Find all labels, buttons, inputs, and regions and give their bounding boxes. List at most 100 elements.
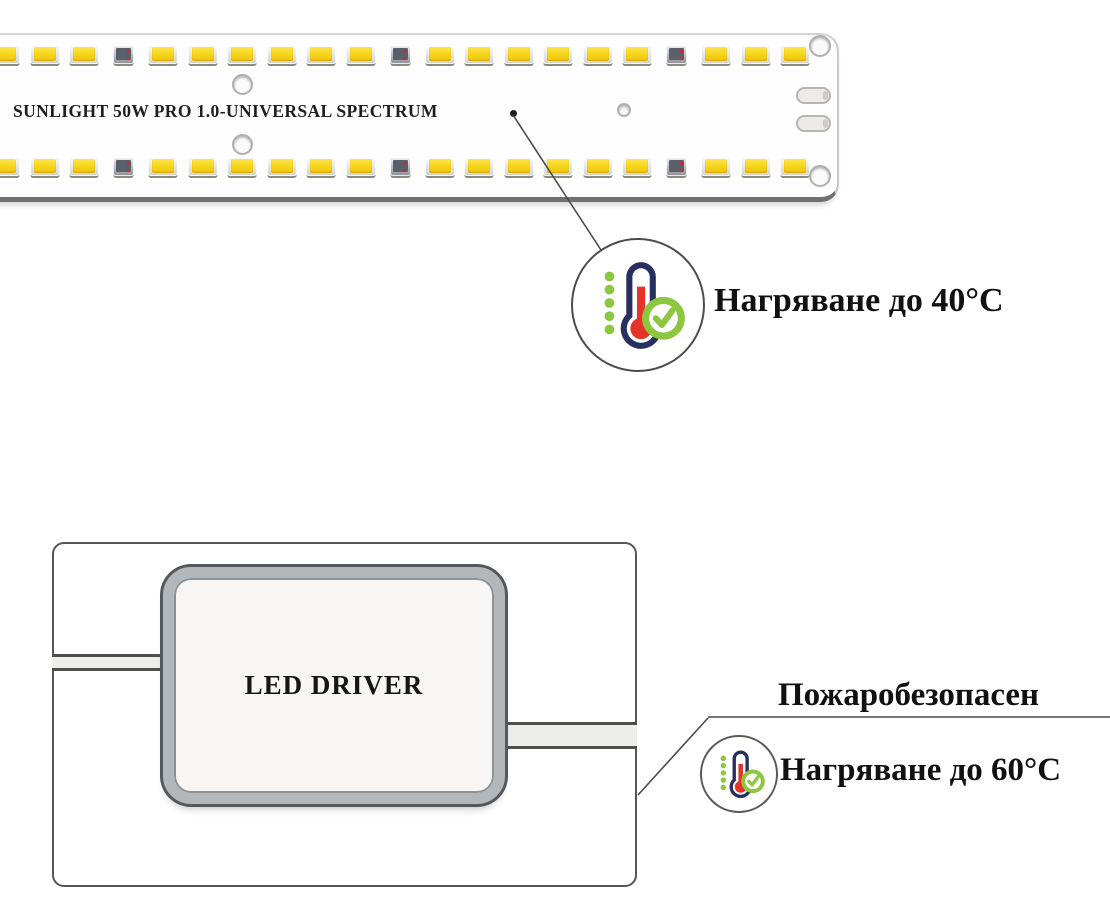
led-phosphor [507,159,530,173]
led-phosphor [310,159,332,173]
led-chip [503,45,534,64]
special-led-chip [389,157,411,176]
mounting-hole [231,73,253,95]
led-phosphor [191,47,214,61]
special-led-chip [113,157,134,176]
special-led-chip [389,45,411,64]
led-chip [29,157,60,176]
led-chip [701,157,731,176]
led-phosphor [705,159,727,173]
wire-left [52,654,166,671]
special-led-chip [666,45,687,64]
led-chip [148,157,178,176]
led-chip [345,157,376,176]
led-chip [187,157,218,176]
led-chip [0,157,20,176]
led-chip [464,45,494,64]
led-chip [543,157,573,176]
connector-pad [796,115,831,132]
callout-anchor-dot [509,109,517,117]
led-chip [306,45,336,64]
special-led-chip [666,157,687,176]
led-phosphor [349,47,372,61]
led-chip [543,45,573,64]
led-chip [266,157,297,176]
mounting-hole [231,133,253,155]
led-phosphor [586,47,609,61]
led-phosphor [468,159,490,173]
led-phosphor [152,47,174,61]
led-phosphor [784,47,806,61]
led-die [392,48,408,60]
led-chip [622,45,652,64]
led-phosphor [547,159,569,173]
led-phosphor [705,47,727,61]
led-phosphor [152,159,174,173]
heat-60-label: Нагряване до 60°C [780,752,1062,788]
led-chip [29,45,60,64]
led-chip [69,45,99,64]
led-phosphor [744,47,767,61]
leader-line-bottom [637,717,709,796]
led-phosphor [231,47,253,61]
mounting-hole [809,165,831,187]
led-phosphor [428,47,451,61]
led-chip [306,157,336,176]
led-chip [582,45,613,64]
led-chip [0,45,20,64]
led-driver-box: LED DRIVER [163,567,505,804]
led-phosphor [0,159,16,173]
led-chip [424,45,455,64]
led-chip [69,157,99,176]
led-board: SUNLIGHT 50W PRO 1.0-UNIVERSAL SPECTRUM [0,33,839,202]
led-die [116,160,131,172]
callout-circle-top [571,238,705,372]
led-phosphor [33,159,56,173]
led-phosphor [626,159,648,173]
led-chip [503,157,534,176]
mounting-hole [617,103,631,117]
fire-safe-label: Пожаробезопасен [777,677,1040,713]
led-chip [701,45,731,64]
led-phosphor [744,159,767,173]
wire-right [500,722,637,749]
led-phosphor [428,159,451,173]
led-phosphor [784,159,806,173]
led-phosphor [507,47,530,61]
led-chip [740,157,771,176]
led-die [669,48,684,60]
led-phosphor [73,159,95,173]
led-die [669,160,684,172]
led-phosphor [349,159,372,173]
led-phosphor [191,159,214,173]
thermometer-check-icon [720,750,765,799]
led-phosphor [73,47,95,61]
led-phosphor [547,47,569,61]
board-title: SUNLIGHT 50W PRO 1.0-UNIVERSAL SPECTRUM [13,101,438,121]
led-driver-label: LED DRIVER [244,670,424,700]
led-chip [227,157,257,176]
led-chip [424,157,455,176]
led-chip [345,45,376,64]
special-led-chip [113,45,134,64]
led-chip [780,45,810,64]
led-phosphor [586,159,609,173]
led-phosphor [33,47,56,61]
led-phosphor [626,47,648,61]
led-phosphor [468,47,490,61]
led-chip [148,45,178,64]
led-phosphor [270,159,293,173]
led-chip [464,157,494,176]
led-chip [187,45,218,64]
led-die [392,160,408,172]
thermometer-check-icon [604,262,685,349]
led-chip [740,45,771,64]
led-chip [622,157,652,176]
led-phosphor [270,47,293,61]
led-chip [227,45,257,64]
callout-circle-bottom [700,735,778,813]
led-chip [780,157,810,176]
led-phosphor [310,47,332,61]
mounting-hole [809,35,831,57]
